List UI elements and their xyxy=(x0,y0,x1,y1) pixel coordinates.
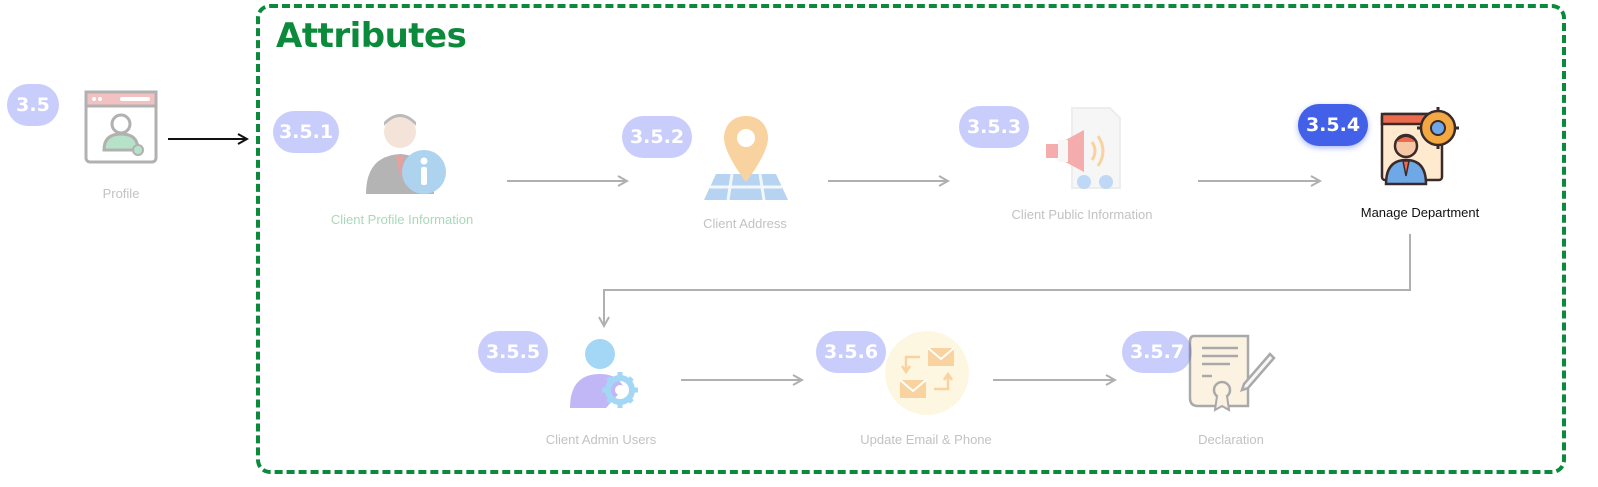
step-badge-3-5-3: 3.5.3 xyxy=(959,106,1029,148)
step-badge-3-5-1: 3.5.1 xyxy=(273,111,339,153)
email-swap-icon xyxy=(885,331,969,415)
arrow-4-to-5 xyxy=(604,234,1411,326)
step-label-3-5-5: Client Admin Users xyxy=(545,432,657,447)
step-badge-3-5-5: 3.5.5 xyxy=(478,331,548,373)
step-label-3-5-1: Client Profile Information xyxy=(330,212,474,227)
step-badge-3-5-2: 3.5.2 xyxy=(622,116,692,158)
certificate-icon xyxy=(1188,334,1276,412)
step-label-3-5-6: Update Email & Phone xyxy=(860,432,992,447)
map-pin-icon xyxy=(704,116,788,201)
step-label-3-5-7: Declaration xyxy=(1198,432,1264,447)
step-badge-3-5-4[interactable]: 3.5.4 xyxy=(1298,104,1368,146)
admin-user-gear-icon xyxy=(570,339,638,408)
department-settings-icon[interactable] xyxy=(1378,104,1464,188)
step-label-3-5-3: Client Public Information xyxy=(1011,207,1153,222)
section-title: Attributes xyxy=(276,16,467,56)
start-badge: 3.5 xyxy=(7,84,59,126)
user-info-icon xyxy=(366,114,446,194)
step-label-3-5-4[interactable]: Manage Department xyxy=(1360,205,1480,220)
step-badge-3-5-7: 3.5.7 xyxy=(1122,331,1192,373)
step-label-3-5-2: Client Address xyxy=(703,216,787,231)
profile-window-icon xyxy=(84,90,158,164)
megaphone-icon xyxy=(1046,107,1121,189)
attributes-group-frame xyxy=(256,4,1566,474)
start-label: Profile xyxy=(102,186,140,201)
step-badge-3-5-6: 3.5.6 xyxy=(816,331,886,373)
